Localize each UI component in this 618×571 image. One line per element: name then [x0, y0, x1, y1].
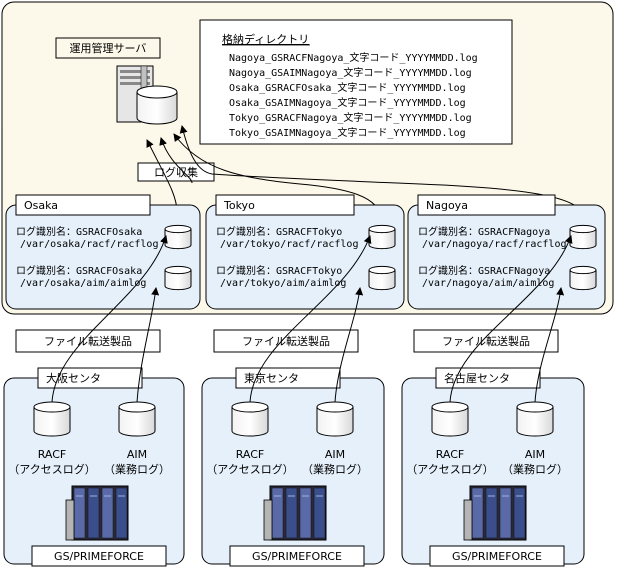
log-identifier: ログ識別名：GSRACFOsaka	[16, 264, 142, 277]
storage-file-entry: Nagoya_GSRACFNagoya_文字コード_YYYYMMDD.log	[229, 51, 478, 64]
mainframe-icon	[463, 485, 527, 541]
mainframe-label-box	[429, 545, 565, 567]
log-identifier: ログ識別名：GSRACFTokyo	[216, 264, 342, 277]
server-label-box	[55, 37, 161, 59]
mainframe-label-box	[31, 545, 167, 567]
log-db-icon	[569, 265, 597, 291]
site-panel-tokyo: Tokyo ログ識別名：GSRACFTokyo/var/tokyo/racf/ra…	[205, 194, 405, 310]
log-collect-box	[137, 162, 215, 182]
log-path: /var/nagoya/aim/aimlog	[422, 278, 554, 289]
log-db-icon	[368, 224, 396, 250]
site-name: Osaka	[24, 199, 58, 212]
transfer-label: ファイル転送製品	[44, 334, 132, 348]
racf-sub-label: （アクセスログ）	[206, 462, 293, 476]
log-db-icon	[368, 265, 396, 291]
aim-label: AIM	[127, 448, 147, 461]
log-db-icon	[164, 265, 192, 291]
aim-db-icon	[516, 401, 554, 437]
racf-db-icon	[33, 401, 71, 437]
center-name: 東京センタ	[244, 371, 299, 385]
racf-db-icon	[231, 401, 269, 437]
aim-sub-label: （業務ログ）	[104, 462, 170, 476]
racf-db-icon	[431, 401, 469, 437]
transfer-label: ファイル転送製品	[242, 334, 330, 348]
aim-db-icon	[316, 401, 354, 437]
log-identifier: ログ識別名：GSRACFNagoya	[418, 225, 550, 238]
storage-title: 格納ディレクトリ	[222, 32, 309, 46]
site-name-box	[215, 194, 355, 216]
racf-label: RACF	[38, 448, 67, 461]
log-db-icon	[164, 224, 192, 250]
log-db-icon	[569, 224, 597, 250]
storage-file-entry: Tokyo_GSRACFNagoya_文字コード_YYYYMMDD.log	[229, 111, 472, 124]
server-icon	[116, 65, 178, 125]
site-panel-nagoya: Nagoya ログ識別名：GSRACFNagoya/var/nagoya/racf…	[407, 194, 606, 310]
racf-sub-label: （アクセスログ）	[8, 462, 95, 476]
racf-label: RACF	[236, 448, 265, 461]
center-name: 大阪センタ	[46, 371, 101, 385]
log-identifier: ログ識別名：GSRACFTokyo	[216, 225, 342, 238]
site-panel-osaka: Osaka ログ識別名：GSRACFOsaka/var/osaka/racf/ra…	[5, 194, 201, 310]
transfer-arrows	[51, 235, 168, 403]
storage-file-entry: Osaka_GSAIMNagoya_文字コード_YYYYMMDD.log	[229, 96, 466, 109]
center-name: 名古屋センタ	[444, 371, 510, 385]
aim-sub-label: （業務ログ）	[302, 462, 368, 476]
aim-db-icon	[118, 401, 156, 437]
storage-directory-box	[199, 19, 513, 145]
transfer-arrows	[449, 235, 573, 403]
log-identifier: ログ識別名：GSRACFNagoya	[418, 264, 550, 277]
mainframe-label: GS/PRIMEFORCE	[54, 550, 144, 563]
log-path: /var/osaka/aim/aimlog	[20, 278, 146, 289]
mainframe-label-box	[229, 545, 365, 567]
mainframe-label: GS/PRIMEFORCE	[452, 550, 542, 563]
site-name-box	[15, 194, 151, 216]
transfer-arrows	[249, 235, 372, 403]
log-path: /var/tokyo/aim/aimlog	[220, 278, 346, 289]
center-name-box	[435, 367, 541, 389]
transfer-label: ファイル転送製品	[442, 334, 530, 348]
log-path: /var/nagoya/racf/racflog	[422, 239, 567, 250]
server-label: 運用管理サーバ	[70, 41, 147, 55]
center-name-box	[235, 367, 341, 389]
log-identifier: ログ識別名：GSRACFOsaka	[16, 225, 142, 238]
transfer-box	[213, 329, 359, 353]
storage-file-entry: Nagoya_GSAIMNagoya_文字コード_YYYYMMDD.log	[229, 66, 472, 79]
mainframe-icon	[65, 485, 129, 541]
transfer-box	[413, 329, 559, 353]
storage-file-list: Nagoya_GSRACFNagoya_文字コード_YYYYMMDD.logNa…	[229, 51, 478, 139]
aim-sub-label: （業務ログ）	[502, 462, 568, 476]
storage-file-entry: Tokyo_GSAIMNagoya_文字コード_YYYYMMDD.log	[229, 126, 466, 139]
log-path: /var/tokyo/racf/racflog	[220, 239, 358, 250]
mainframe-label: GS/PRIMEFORCE	[252, 550, 342, 563]
site-name-box	[417, 194, 556, 216]
storage-file-entry: Osaka_GSRACFOsaka_文字コード_YYYYMMDD.log	[229, 81, 466, 94]
site-name: Nagoya	[426, 199, 468, 212]
site-name: Tokyo	[223, 199, 255, 212]
racf-sub-label: （アクセスログ）	[406, 462, 493, 476]
aim-label: AIM	[525, 448, 545, 461]
transfer-box	[15, 329, 161, 353]
racf-label: RACF	[436, 448, 465, 461]
aim-label: AIM	[325, 448, 345, 461]
mainframe-icon	[263, 485, 327, 541]
log-path: /var/osaka/racf/racflog	[20, 239, 158, 250]
center-name-box	[37, 367, 143, 389]
